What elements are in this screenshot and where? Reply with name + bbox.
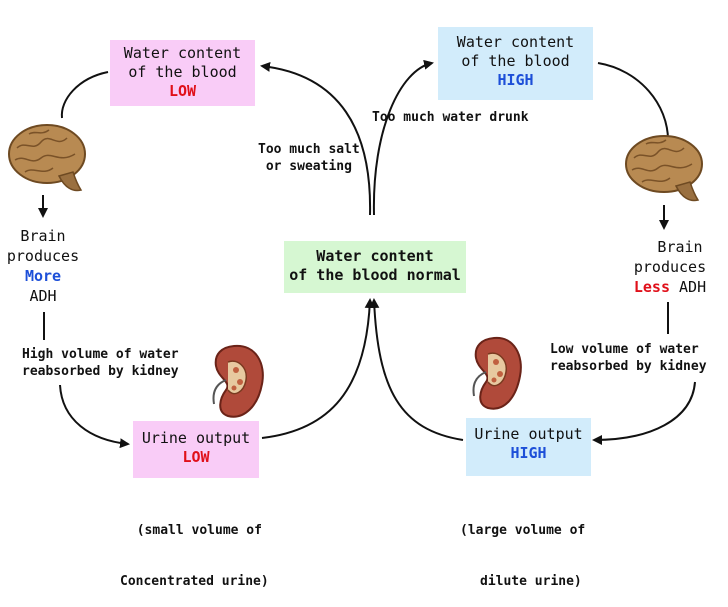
brain-icon (8, 124, 86, 192)
arrow-high-to-center (369, 298, 464, 441)
label-small-volume: (small volume of Concentrated urine) (120, 488, 269, 607)
label-low-volume: Low volume of water reabsorbed by kidney (550, 342, 707, 374)
box-line1: Water content (456, 33, 575, 51)
large-volume-line1: (large volume of (460, 523, 586, 538)
brain-right-line2: produces (633, 258, 707, 276)
brain-left-line1: Brain (20, 227, 66, 245)
label-too-much-salt: Too much salt or sweating (258, 142, 360, 174)
brain-right-line3: Less ADH (620, 277, 720, 297)
kidney-icon (472, 336, 522, 410)
arrow-left-to-urine (59, 384, 130, 449)
level-high: HIGH (497, 71, 534, 89)
blood-water-high-box: Water content of the blood HIGH (438, 27, 593, 100)
kidney-icon (212, 344, 264, 418)
box-line1: Urine output (474, 425, 583, 443)
level-high: HIGH (510, 444, 547, 462)
label-too-much-water: Too much water drunk (372, 110, 529, 125)
box-line2: of the blood (128, 63, 237, 81)
brain-left-text: Brain produces More ADH (6, 226, 80, 306)
blood-water-normal-box: Water content of the blood normal (284, 241, 466, 293)
arrow-low-to-center (261, 298, 375, 439)
arrow-center-to-high (372, 59, 434, 216)
small-volume-line2: Concentrated urine) (120, 574, 269, 589)
large-volume-line2: dilute urine) (480, 574, 582, 589)
box-line1: Urine output (141, 429, 251, 447)
urine-output-high-box: Urine output HIGH (466, 418, 591, 476)
arrow-center-to-low (260, 61, 372, 216)
box-line2: of the blood (461, 52, 570, 70)
brain-left-line2: produces (6, 247, 80, 265)
arrow-right-to-urine (592, 381, 696, 445)
brain-right-amount: Less (633, 278, 670, 296)
cycle-arrows (38, 59, 696, 449)
level-low: LOW (182, 448, 210, 466)
box-line1: Water content (316, 247, 434, 265)
blood-water-low-box: Water content of the blood LOW (110, 40, 255, 106)
box-line1: Water content (123, 44, 242, 62)
brain-right-line1: Brain (657, 238, 703, 256)
brain-icon (625, 135, 703, 202)
urine-output-low-box: Urine output LOW (133, 421, 259, 478)
brain-right-text: Brain produces Less ADH (620, 237, 720, 297)
brain-left-amount: More (24, 267, 62, 285)
box-line2: of the blood normal (289, 266, 461, 284)
brain-right-line4: ADH (679, 278, 707, 296)
arrow-high-to-brain (597, 62, 669, 141)
level-low: LOW (168, 82, 197, 100)
small-volume-line1: (small volume of (136, 523, 262, 538)
label-large-volume: (large volume of dilute urine) (460, 488, 585, 607)
brain-left-line4: ADH (29, 287, 57, 305)
label-high-volume: High volume of water reabsorbed by kidne… (22, 347, 179, 379)
arrow-low-to-brain (60, 71, 109, 119)
